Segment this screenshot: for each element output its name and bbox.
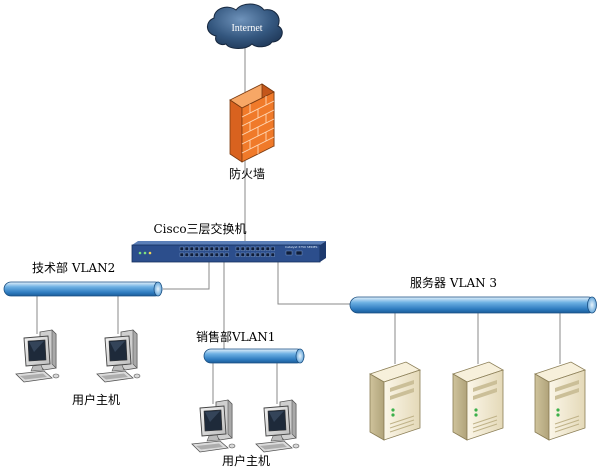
- vlan-server-label: 服务器 VLAN 3: [410, 275, 497, 290]
- core-switch-badge: Catalyst 3750 SERIES: [285, 245, 318, 249]
- vlan-tech-bus: [3, 281, 163, 297]
- internet-label: Internet: [231, 23, 262, 34]
- server-3-icon: [534, 361, 586, 441]
- vlan-sales-label: 销售部VLAN1: [196, 329, 275, 344]
- core-switch-icon: Catalyst 3750 SERIES: [131, 241, 326, 263]
- tech-workstation-1-icon: [15, 329, 60, 383]
- link-switch-server-bus: [277, 262, 352, 305]
- link-switch-tech-bus: [163, 262, 210, 290]
- vlan-sales-bus: [203, 348, 305, 364]
- firewall-label: 防火墙: [229, 166, 265, 181]
- sales-workstation-2-icon: [255, 399, 300, 453]
- vlan-tech-label: 技术部 VLAN2: [32, 260, 115, 275]
- server-2-icon: [452, 361, 504, 441]
- internet-cloud-icon: Internet: [207, 3, 283, 49]
- sales-hosts-label: 用户主机: [222, 453, 270, 468]
- tech-workstation-2-icon: [96, 329, 141, 383]
- vlan-server-bus: [349, 296, 597, 314]
- tech-hosts-label: 用户主机: [72, 392, 120, 407]
- core-switch-label: Cisco三层交换机: [153, 221, 246, 236]
- firewall-icon: [229, 83, 275, 163]
- server-1-icon: [369, 361, 421, 441]
- sales-workstation-1-icon: [191, 399, 236, 453]
